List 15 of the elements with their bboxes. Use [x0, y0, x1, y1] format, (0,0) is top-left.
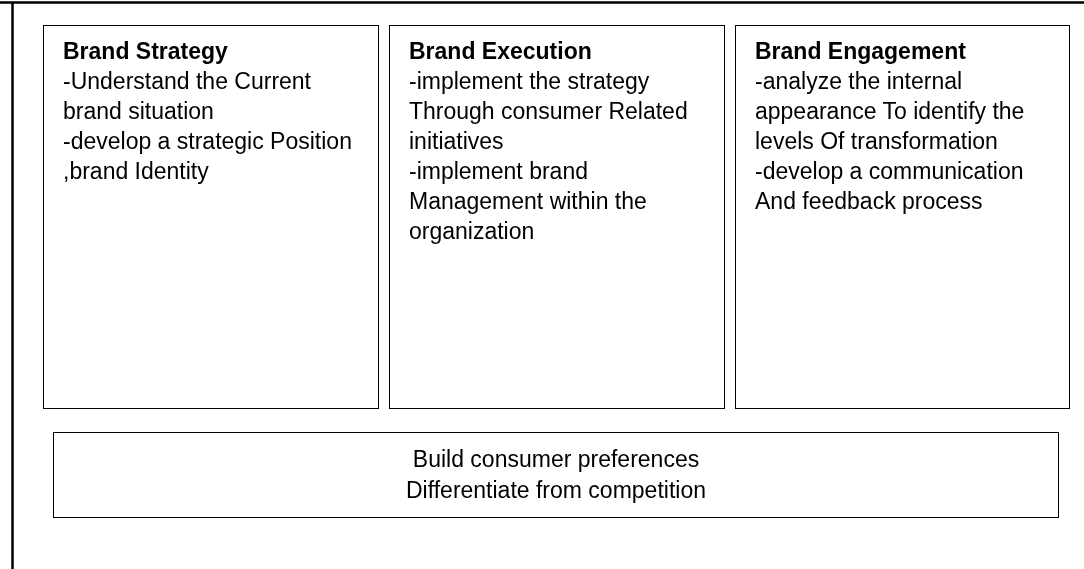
- text-panel: [389, 25, 725, 409]
- summary-text: Differentiate from competition: [406, 476, 706, 505]
- panel-heading: Brand Engagement: [755, 37, 967, 66]
- bullet-text: -develop a strategic Position ,brand Identity: [63, 127, 353, 186]
- bullet-text: -implement brand Management within the organization: [409, 157, 648, 246]
- text-panel: [735, 25, 1070, 409]
- panel-heading: Brand Execution: [409, 37, 593, 66]
- panel-heading: Brand Strategy: [63, 37, 229, 66]
- bullet-text: -Understand the Current brand situation: [63, 67, 312, 126]
- bullet-text: -analyze the internal appearance To identify the levels Of transformation: [755, 67, 1026, 156]
- text-panel: [43, 25, 379, 409]
- bullet-text: -implement the strategy Through consumer Related initiatives: [409, 67, 689, 156]
- bullet-text: -develop a communication And feedback process: [755, 157, 1025, 216]
- summary-text: Build consumer preferences: [412, 445, 700, 474]
- summary-box: [53, 432, 1059, 518]
